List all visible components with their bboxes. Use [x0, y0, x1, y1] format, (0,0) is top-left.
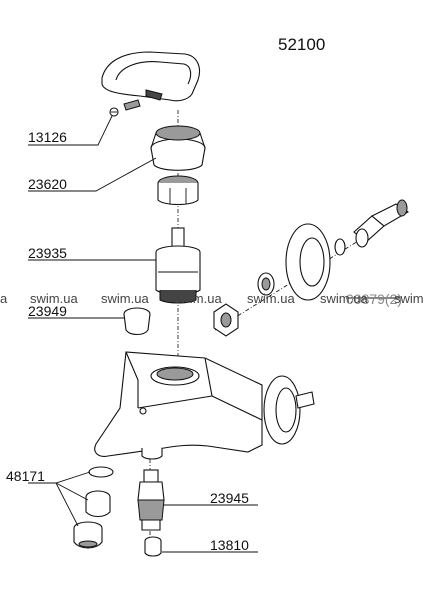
leader-13126 [28, 115, 113, 146]
watermark-4: swim.ua [247, 291, 295, 306]
cap-ring-23620 [150, 125, 206, 171]
union-nut [213, 303, 239, 337]
watermark-edge-right: swim [394, 291, 424, 306]
watermark-3: swim.ua [174, 291, 222, 306]
cartridge-23935 [155, 227, 201, 304]
watermark-2: swim.ua [101, 291, 149, 306]
aerator-set-48171 [73, 466, 114, 549]
part-label-23620: 23620 [28, 176, 67, 192]
part-label-13810: 13810 [210, 537, 249, 553]
washer-ring [334, 238, 346, 256]
diverter-23945 [137, 469, 165, 531]
watermark-5: swim.ua [320, 291, 368, 306]
watermark-row: a swim.ua swim.ua swim.ua swim.ua swim.u… [0, 291, 424, 306]
watermark-1: swim.ua [30, 291, 78, 306]
leader-23620 [28, 157, 157, 192]
wall-flange-upper [285, 223, 331, 301]
part-label-23949: 23949 [28, 303, 67, 319]
diverter-knob-23949 [123, 307, 151, 336]
faucet-body [94, 351, 263, 460]
wall-flange-right [263, 375, 315, 445]
leader-48171-c [55, 482, 79, 527]
part-label-23945: 23945 [210, 490, 249, 506]
leader-48171-b [55, 482, 89, 501]
check-valve [257, 272, 275, 296]
hex-nut [157, 175, 199, 206]
part-label-obscured: 00879(2) [346, 291, 402, 307]
eccentric-connector [353, 199, 410, 248]
part-label-48171: 48171 [6, 468, 45, 484]
set-screw-13126 [109, 99, 141, 117]
lever-handle [101, 51, 201, 102]
watermark-edge-left: a [0, 291, 8, 306]
part-label-23935: 23935 [28, 245, 67, 261]
part-label-13126: 13126 [28, 129, 67, 145]
nozzle-13810 [144, 536, 162, 557]
model-number: 52100 [278, 35, 325, 54]
